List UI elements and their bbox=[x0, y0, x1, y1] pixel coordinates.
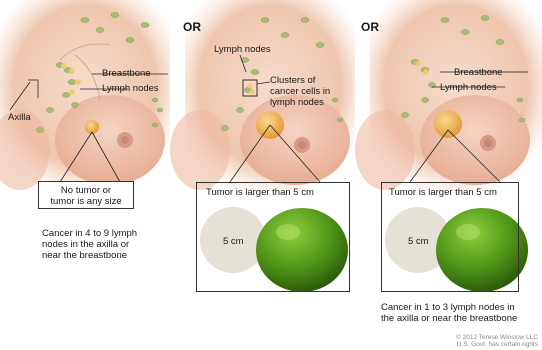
caption-line: Cancer in 1 to 3 lymph nodes in bbox=[381, 302, 515, 313]
label-breastbone: Breastbone bbox=[454, 67, 503, 78]
caption-line: nodes in the axilla or bbox=[42, 239, 129, 250]
breast-shape bbox=[240, 95, 350, 185]
copyright-line: © 2012 Terese Winslow LLC bbox=[456, 334, 538, 341]
or-label-1: OR bbox=[183, 20, 201, 34]
label-clusters: Clusters of bbox=[270, 75, 315, 86]
tumor-size-line-2: tumor is any size bbox=[39, 196, 133, 207]
size-box-title: Tumor is larger than 5 cm bbox=[197, 183, 349, 198]
tumor bbox=[434, 110, 462, 138]
caption-line: the axilla or near the breastbone bbox=[381, 313, 517, 324]
caption-line: Cancer in 4 to 9 lymph bbox=[42, 228, 137, 239]
label-clusters: lymph nodes bbox=[270, 97, 324, 108]
label-lymph-nodes: Lymph nodes bbox=[440, 82, 497, 93]
breast-shape bbox=[55, 95, 165, 185]
label-breastbone: Breastbone bbox=[102, 68, 151, 79]
circle-label: 5 cm bbox=[408, 236, 429, 247]
caption-line: near the breastbone bbox=[42, 250, 127, 261]
label-clusters: cancer cells in bbox=[270, 86, 330, 97]
torso-panel-1 bbox=[0, 0, 170, 190]
or-label-2: OR bbox=[361, 20, 379, 34]
circle-label: 5 cm bbox=[223, 236, 244, 247]
label-lymph-nodes: Lymph nodes bbox=[214, 44, 271, 55]
tumor-size-comparison-box: Tumor is larger than 5 cm bbox=[381, 182, 519, 292]
copyright-line: U.S. Govt. has certain rights bbox=[457, 341, 538, 348]
label-lymph-nodes: Lymph nodes bbox=[102, 83, 159, 94]
tumor bbox=[85, 120, 99, 134]
label-axilla: Axilla bbox=[8, 112, 31, 123]
torso-panel-3 bbox=[355, 0, 542, 190]
tumor-size-comparison-box: Tumor is larger than 5 cm bbox=[196, 182, 350, 292]
size-box-title: Tumor is larger than 5 cm bbox=[382, 183, 518, 198]
tumor-size-line-1: No tumor or bbox=[39, 182, 133, 196]
breast-shape bbox=[420, 95, 530, 185]
tumor-size-box: No tumor or tumor is any size bbox=[38, 181, 134, 209]
